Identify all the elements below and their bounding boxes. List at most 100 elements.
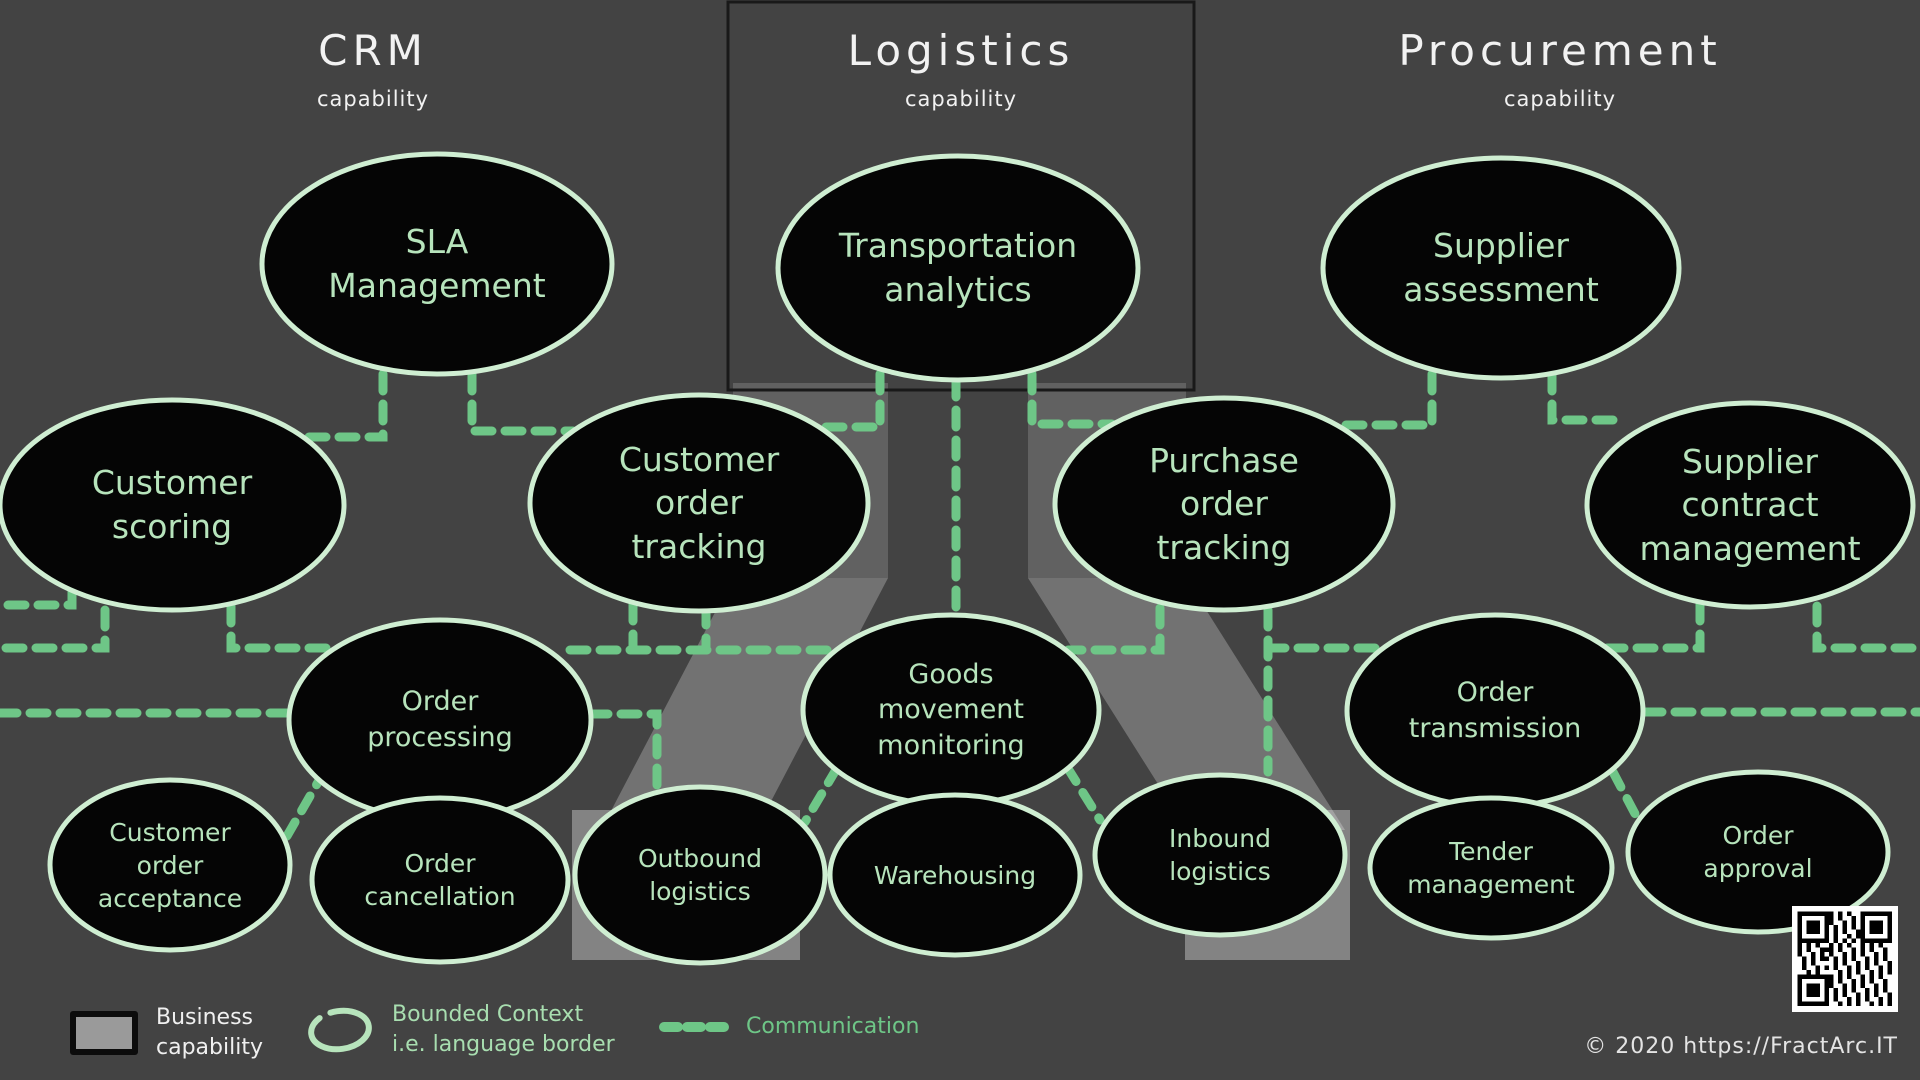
- qr-module: [1806, 988, 1811, 993]
- qr-module: [1883, 938, 1888, 943]
- qr-module: [1806, 943, 1811, 948]
- qr-module: [1874, 929, 1879, 934]
- qr-module: [1865, 965, 1870, 970]
- communication-line-assessment-to-supplier-contract: [1547, 369, 1630, 425]
- qr-module: [1878, 974, 1883, 979]
- qr-module: [1806, 925, 1811, 930]
- qr-module: [1865, 938, 1870, 943]
- qr-module: [1847, 970, 1852, 975]
- logistics-capability-box-group: [726, 0, 1196, 392]
- communication-line-goods-movement-to-outbound: [800, 763, 842, 827]
- qr-module: [1838, 947, 1843, 952]
- qr-module: [1829, 974, 1834, 979]
- qr-module: [1833, 934, 1838, 939]
- logistics-capability-box: [726, 0, 1196, 392]
- qr-module: [1824, 974, 1829, 979]
- qr-module: [1829, 979, 1834, 984]
- communication-line-order-transmission-to-approval: [1608, 767, 1647, 832]
- qr-module: [1838, 916, 1843, 921]
- qr-module: [1887, 961, 1892, 966]
- qr-module: [1878, 925, 1883, 930]
- capability-title-logistics: Logistics: [847, 26, 1075, 75]
- qr-module: [1874, 911, 1879, 916]
- communication-line-supplier-contract-to-order-transmission: [1600, 599, 1705, 653]
- legend-communication-label: Communication: [746, 1014, 920, 1039]
- qr-module: [1820, 1001, 1825, 1006]
- qr-module: [1847, 997, 1852, 1002]
- capability-title-procurement: Procurement: [1398, 26, 1722, 75]
- qr-module: [1851, 956, 1856, 961]
- node-ellipse-outbound-logistics: [572, 784, 828, 966]
- qr-module: [1802, 911, 1807, 916]
- capability-subtitle-logistics: capability: [904, 87, 1018, 111]
- capability-subtitle-procurement: capability: [1503, 87, 1617, 111]
- qr-module: [1856, 929, 1861, 934]
- communication-line-purchase-tracking-to-goods-movement: [1063, 603, 1165, 655]
- qr-module: [1815, 983, 1820, 988]
- communication-line-assessment-to-purchase-order-tracking: [1332, 369, 1437, 430]
- qr-module: [1802, 1001, 1807, 1006]
- qr-module: [1842, 925, 1847, 930]
- qr-module: [1802, 938, 1807, 943]
- qr-module: [1887, 920, 1892, 925]
- legend-business-capability: Business capability: [70, 1003, 263, 1062]
- qr-module: [1874, 961, 1879, 966]
- qr-module: [1811, 911, 1816, 916]
- node-ellipse-customer-order-acceptance: [47, 777, 293, 953]
- qr-module: [1838, 970, 1843, 975]
- qr-module: [1869, 974, 1874, 979]
- qr-module: [1806, 929, 1811, 934]
- communication-line-customer-scoring-to-order-processing: [226, 601, 335, 653]
- qr-module: [1797, 911, 1802, 916]
- qr-module: [1806, 983, 1811, 988]
- qr-module: [1802, 965, 1807, 970]
- qr-module: [1797, 925, 1802, 930]
- qr-module: [1887, 911, 1892, 916]
- qr-module: [1869, 947, 1874, 952]
- qr-module: [1869, 938, 1874, 943]
- qr-module: [1833, 988, 1838, 993]
- qr-module: [1824, 1001, 1829, 1006]
- qr-module: [1824, 925, 1829, 930]
- qr-module: [1887, 997, 1892, 1002]
- qr-module: [1860, 916, 1865, 921]
- qr-module: [1878, 965, 1883, 970]
- qr-module: [1869, 1001, 1874, 1006]
- qr-module: [1851, 979, 1856, 984]
- capability-subtitle-crm: capability: [316, 87, 430, 111]
- qr-module: [1815, 925, 1820, 930]
- node-ellipse-tender-management: [1367, 795, 1615, 941]
- qr-module: [1811, 920, 1816, 925]
- node-ellipse-supplier-contract-management: [1584, 400, 1916, 610]
- qr-module: [1811, 992, 1816, 997]
- qr-module: [1869, 911, 1874, 916]
- qr-module: [1833, 965, 1838, 970]
- qr-module: [1824, 997, 1829, 1002]
- qr-module: [1856, 1001, 1861, 1006]
- legend-bounded-label: Bounded Context i.e. language border: [392, 1002, 615, 1057]
- qr-module: [1883, 952, 1888, 957]
- qr-module: [1833, 956, 1838, 961]
- qr-module: [1824, 956, 1829, 961]
- qr-module: [1833, 961, 1838, 966]
- qr-module: [1797, 920, 1802, 925]
- qr-module: [1802, 974, 1807, 979]
- qr-module: [1815, 970, 1820, 975]
- qr-module: [1824, 916, 1829, 921]
- qr-module: [1856, 961, 1861, 966]
- qr-module: [1806, 911, 1811, 916]
- qr-module: [1797, 947, 1802, 952]
- qr-module: [1797, 983, 1802, 988]
- qr-module: [1874, 988, 1879, 993]
- qr-module: [1806, 947, 1811, 952]
- qr-module: [1824, 965, 1829, 970]
- node-ellipse-purchase-order-tracking: [1052, 395, 1396, 613]
- node-ellipse-goods-movement-monitoring: [800, 612, 1102, 808]
- node-ellipse-order-processing: [286, 617, 594, 823]
- qr-module: [1806, 970, 1811, 975]
- qr-module: [1829, 911, 1834, 916]
- qr-module: [1851, 947, 1856, 952]
- qr-module: [1847, 911, 1852, 916]
